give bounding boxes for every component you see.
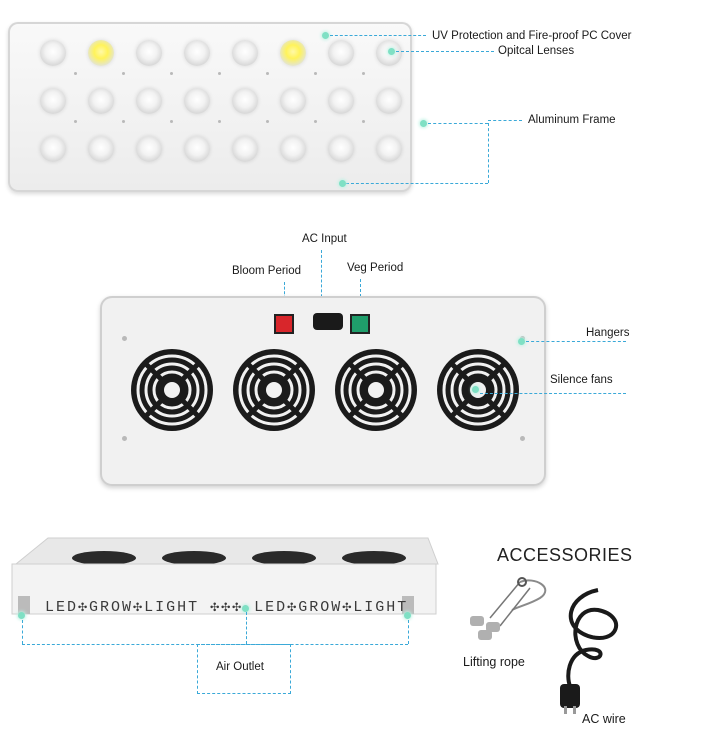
hangers-label: Hangers [586, 327, 630, 339]
led-icon [136, 136, 162, 162]
screw-icon [362, 72, 365, 75]
screw-icon [362, 120, 365, 123]
screw-icon [122, 336, 127, 341]
frame-marker-bottom [339, 180, 346, 187]
led-icon [232, 136, 258, 162]
lenses-line [396, 51, 494, 52]
side-fan-icon [72, 551, 406, 565]
uv-cover-line [330, 35, 426, 36]
frame-line-vert [488, 123, 489, 183]
led-icon [136, 88, 162, 114]
led-icon [40, 136, 66, 162]
fan-icon [335, 349, 417, 431]
screw-icon [122, 120, 125, 123]
frame-label: Aluminum Frame [528, 114, 616, 126]
screw-icon [170, 72, 173, 75]
screw-icon [520, 436, 525, 441]
led-icon [328, 136, 354, 162]
led-icon [184, 40, 210, 66]
led-back-panel [100, 296, 546, 486]
led-icon [328, 40, 354, 66]
screw-icon [266, 72, 269, 75]
fans-marker [472, 386, 479, 393]
screw-icon [218, 120, 221, 123]
lifting-rope-label: Lifting rope [463, 655, 525, 669]
veg-line [360, 279, 361, 307]
led-icon [232, 40, 258, 66]
led-icon [88, 136, 114, 162]
fans-line [480, 393, 626, 394]
fan-icon [131, 349, 213, 431]
ac-input-line [321, 250, 322, 312]
uv-cover-marker [322, 32, 329, 39]
led-icon [40, 40, 66, 66]
fans-label: Silence fans [550, 374, 613, 386]
frame-marker [420, 120, 427, 127]
screw-icon [74, 120, 77, 123]
led-front-panel [8, 22, 412, 192]
led-icon [280, 136, 306, 162]
outlet-line-left [22, 620, 23, 644]
led-icon [136, 40, 162, 66]
led-icon [88, 88, 114, 114]
led-icon [88, 40, 114, 66]
led-icon [40, 88, 66, 114]
led-icon [376, 136, 402, 162]
side-view [11, 537, 439, 615]
fan-icon [233, 349, 315, 431]
lenses-label: Opitcal Lenses [498, 45, 575, 57]
led-icon [184, 88, 210, 114]
bloom-switch-icon [274, 314, 294, 334]
led-icon [280, 40, 306, 66]
rope-icon [470, 577, 547, 640]
bloom-line [284, 282, 285, 308]
ac-input-socket-icon [313, 313, 343, 330]
veg-switch-icon [350, 314, 370, 334]
plug-icon [560, 588, 619, 714]
veg-label: Veg Period [347, 262, 404, 274]
screw-icon [218, 72, 221, 75]
outlet-marker-mid [242, 605, 249, 612]
outlet-line-mid [246, 612, 247, 644]
screw-icon [74, 72, 77, 75]
air-outlet-label: Air Outlet [216, 661, 264, 673]
led-icon [184, 136, 210, 162]
led-icon [232, 88, 258, 114]
hangers-marker [518, 338, 525, 345]
ac-input-label: AC Input [302, 233, 347, 245]
screw-icon [314, 120, 317, 123]
led-icon [280, 88, 306, 114]
screw-icon [122, 436, 127, 441]
screw-icon [170, 120, 173, 123]
frame-line-bottom [346, 183, 488, 184]
led-icon [376, 88, 402, 114]
frame-line-label [488, 120, 522, 121]
screw-icon [314, 72, 317, 75]
side-print-text: LED✣GROW✣LIGHT ✣✣✣ LED✣GROW✣LIGHT [45, 599, 409, 616]
lenses-marker [388, 48, 395, 55]
screw-icon [122, 72, 125, 75]
led-icon [328, 88, 354, 114]
hangers-line [526, 341, 626, 342]
outlet-marker-right [404, 612, 411, 619]
ac-wire-label: AC wire [582, 712, 626, 726]
uv-cover-label: UV Protection and Fire-proof PC Cover [432, 30, 632, 42]
accessories-title: ACCESSORIES [497, 545, 633, 565]
outlet-line-right [408, 620, 409, 644]
frame-line-top [428, 123, 488, 124]
screw-icon [266, 120, 269, 123]
outlet-marker-left [18, 612, 25, 619]
outlet-box [197, 644, 291, 694]
bloom-label: Bloom Period [232, 265, 302, 277]
